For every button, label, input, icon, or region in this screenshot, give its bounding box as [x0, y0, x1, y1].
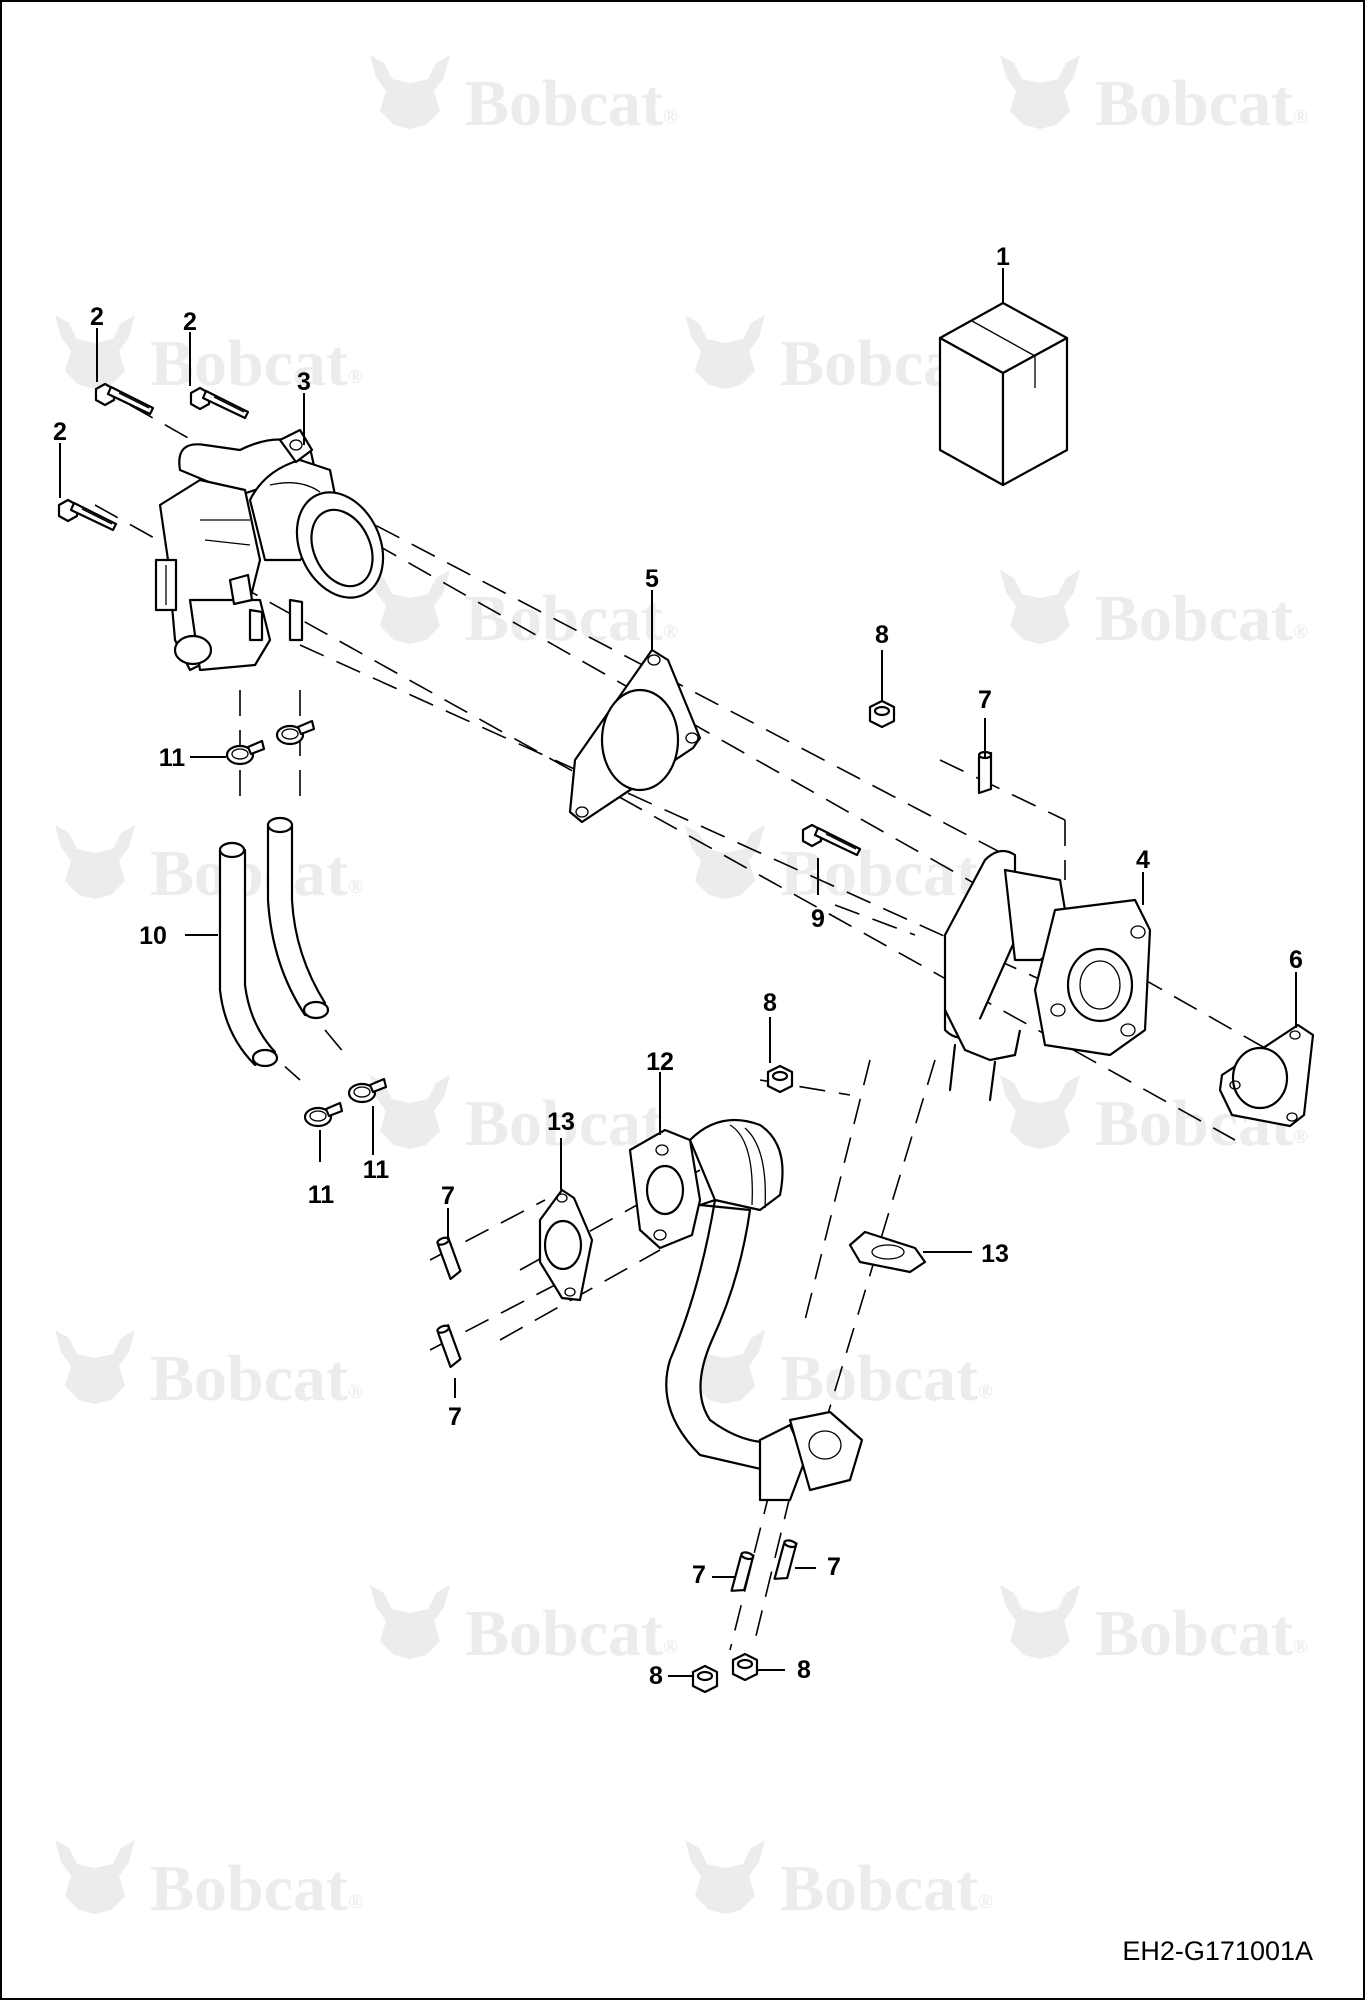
part-5-gasket: [568, 648, 702, 824]
callout-2: 2: [183, 308, 197, 336]
part-10-hoses: [218, 816, 330, 1068]
watermark-text: Bobcat®: [1095, 582, 1308, 655]
callout-12: 12: [646, 1048, 674, 1076]
part-4-elbow-pipe: [943, 849, 1152, 1102]
watermark-registered-mark: ®: [348, 1891, 363, 1913]
callout-3: 3: [297, 368, 311, 396]
drawing-code: EH2-G171001A: [1122, 1936, 1313, 1966]
callout-7: 7: [441, 1182, 455, 1210]
watermark-text: Bobcat®: [150, 837, 363, 910]
part-1-kit-box: [938, 301, 1069, 487]
watermark-registered-mark: ®: [348, 366, 363, 388]
part-12-transfer-pipe: [628, 1118, 864, 1502]
watermark-registered-mark: ®: [1293, 621, 1308, 643]
callout-numbers: 1 2 2 2 3 5 4 6 7 8 9 10 11 11 11 8 12 1…: [53, 243, 1303, 1690]
part-13-gaskets: [538, 1188, 927, 1302]
watermark-registered-mark: ®: [1293, 1126, 1308, 1148]
watermark-text: Bobcat®: [780, 1852, 993, 1925]
watermark-registered-mark: ®: [1293, 106, 1308, 128]
watermark-text: Bobcat®: [465, 67, 678, 140]
watermark-text: Bobcat®: [150, 1852, 363, 1925]
part-3-egr-valve: [154, 428, 385, 672]
watermark-registered-mark: ®: [348, 876, 363, 898]
watermark-registered-mark: ®: [978, 1381, 993, 1403]
watermark-registered-mark: ®: [1293, 1636, 1308, 1658]
callout-10: 10: [139, 922, 167, 950]
watermark-registered-mark: ®: [663, 621, 678, 643]
callout-4: 4: [1136, 846, 1150, 874]
callout-8: 8: [763, 989, 777, 1017]
callout-11: 11: [159, 744, 186, 772]
callout-9: 9: [811, 905, 825, 933]
callout-1: 1: [996, 243, 1010, 271]
watermark-registered-mark: ®: [978, 1891, 993, 1913]
watermark-text: Bobcat®: [780, 837, 993, 910]
watermark-text: Bobcat®: [150, 327, 363, 400]
watermark-text: Bobcat®: [1095, 67, 1308, 140]
callout-6: 6: [1289, 946, 1303, 974]
callout-11: 11: [308, 1181, 335, 1209]
watermark-text: Bobcat®: [465, 582, 678, 655]
watermark-registered-mark: ®: [348, 1381, 363, 1403]
callout-11: 11: [363, 1156, 390, 1184]
callout-7: 7: [827, 1553, 841, 1581]
watermark-text: Bobcat®: [465, 1597, 678, 1670]
watermark-layer: Bobcat® Bobcat® Bobcat® Bobcat® Bobcat® …: [55, 55, 1308, 1925]
part-11-clamps: [225, 719, 388, 1128]
callout-7: 7: [978, 686, 992, 714]
callout-5: 5: [645, 565, 659, 593]
watermark-text: Bobcat®: [150, 1342, 363, 1415]
callout-13: 13: [981, 1240, 1009, 1268]
watermark-text: Bobcat®: [780, 1342, 993, 1415]
callout-8: 8: [875, 621, 889, 649]
leader-lines: [59, 268, 1297, 1677]
watermark-registered-mark: ®: [663, 106, 678, 128]
callout-2: 2: [90, 303, 104, 331]
callout-8: 8: [797, 1656, 811, 1684]
callout-8: 8: [649, 1662, 663, 1690]
watermark-registered-mark: ®: [663, 1636, 678, 1658]
callout-7: 7: [448, 1403, 462, 1431]
part-6-gasket: [1218, 1023, 1315, 1128]
callout-2: 2: [53, 418, 67, 446]
watermark-text: Bobcat®: [1095, 1597, 1308, 1670]
callout-13: 13: [547, 1108, 575, 1136]
callout-7: 7: [692, 1561, 706, 1589]
